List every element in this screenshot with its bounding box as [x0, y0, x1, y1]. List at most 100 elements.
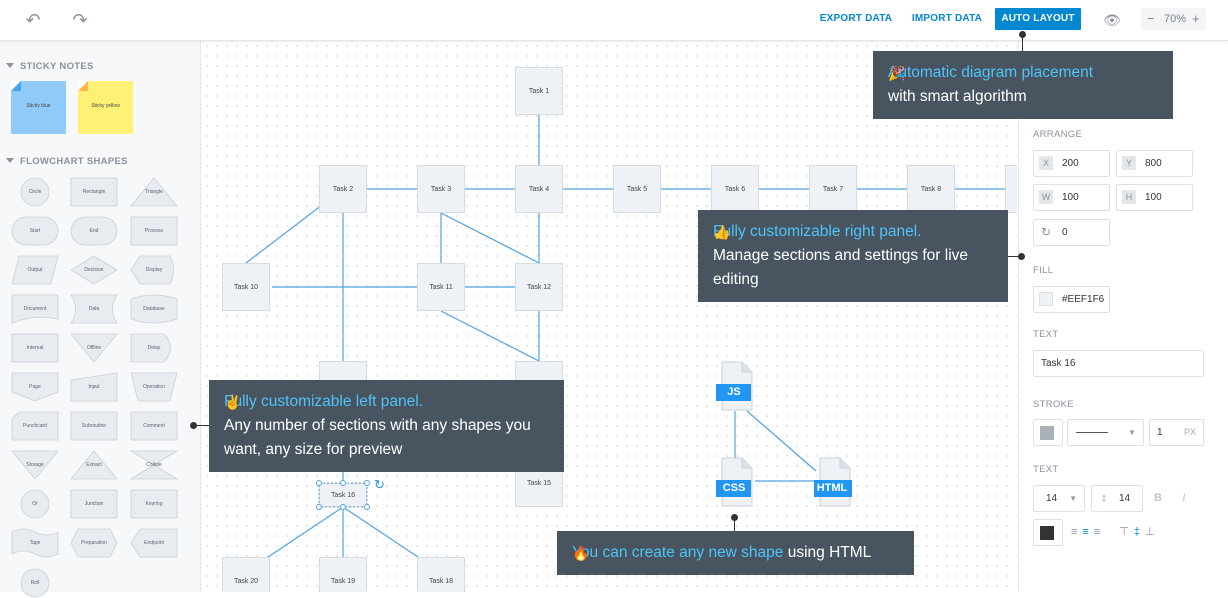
file-js-icon[interactable]: JS	[716, 361, 753, 411]
zoom-out-button[interactable]: −	[1147, 11, 1155, 26]
angle-input[interactable]: ↻0	[1033, 219, 1110, 246]
fill-swatch[interactable]	[1039, 292, 1053, 306]
valign-middle-icon[interactable]: ‡	[1133, 526, 1146, 538]
node-task-4[interactable]: Task 4	[515, 165, 563, 213]
file-html-icon[interactable]: HTML	[814, 457, 852, 507]
node-task-18[interactable]: Task 18	[417, 557, 465, 592]
node-task-5[interactable]: Task 5	[613, 165, 661, 213]
shape-output[interactable]: Output	[11, 255, 59, 285]
node-task-6[interactable]: Task 6	[711, 165, 759, 213]
sticky-notes-title[interactable]: STICKY NOTES	[6, 61, 94, 72]
node-task-3[interactable]: Task 3	[417, 165, 465, 213]
shape-roll[interactable]: Roll	[11, 568, 59, 598]
y-input[interactable]: Y 800	[1116, 150, 1193, 177]
export-data-button[interactable]: EXPORT DATA	[819, 13, 893, 24]
text-value: Task 16	[1041, 358, 1076, 369]
import-data-button[interactable]: IMPORT DATA	[911, 13, 983, 24]
shape-keyring[interactable]: Keyring	[130, 489, 178, 519]
undo-icon[interactable]: ↶	[25, 10, 41, 30]
shape-comment[interactable]: Comment	[130, 411, 178, 441]
node-task-2[interactable]: Task 2	[319, 165, 367, 213]
shape-internal[interactable]: Internal	[11, 333, 59, 363]
eye-icon[interactable]: 👁	[1103, 12, 1121, 28]
shape-storage[interactable]: Storage	[11, 450, 59, 480]
shape-decision[interactable]: Decision	[70, 255, 118, 285]
font-size-value: 14	[1046, 493, 1058, 504]
node-task-12[interactable]: Task 12	[515, 263, 563, 311]
stroke-style-select[interactable]: ▼	[1067, 419, 1144, 446]
toolbar: ↶ ↷ EXPORT DATA IMPORT DATA AUTO LAYOUT …	[0, 0, 1228, 41]
node-task-10[interactable]: Task 10	[222, 263, 270, 311]
line-height-value: 14	[1119, 493, 1131, 504]
sticky-yellow[interactable]: Sticky yellow	[78, 81, 133, 134]
flowchart-shapes-title[interactable]: FLOWCHART SHAPES	[6, 156, 128, 167]
chevron-down-icon: ▼	[1128, 428, 1136, 437]
shape-punchcard[interactable]: Punchcard	[11, 411, 59, 441]
shape-end[interactable]: End	[70, 216, 118, 246]
fill-label: FILL	[1033, 265, 1054, 276]
node-task-11[interactable]: Task 11	[417, 263, 465, 311]
shape-subroutine[interactable]: Subroutine	[70, 411, 118, 441]
shape-preparation[interactable]: Preparation	[70, 528, 118, 558]
align-right-icon[interactable]: ≡	[1093, 526, 1106, 538]
shape-delay[interactable]: Delay	[130, 333, 178, 363]
align-left-icon[interactable]: ≡	[1071, 526, 1083, 538]
auto-layout-button[interactable]: AUTO LAYOUT	[995, 8, 1081, 30]
y-prefix: Y	[1122, 156, 1136, 170]
shape-process[interactable]: Process	[130, 216, 178, 246]
shape-circle[interactable]: Circle	[11, 177, 59, 207]
left-panel: STICKY NOTES Sticky blue Sticky yellow F…	[0, 41, 201, 598]
shape-endpoint[interactable]: Endpoint	[130, 528, 178, 558]
bold-icon[interactable]: B	[1154, 492, 1162, 504]
shape-input[interactable]: Input	[70, 372, 118, 402]
diagram-canvas[interactable]: Task 1 Task 2 Task 3 Task 4 Task 5 Task 6 Task…	[202, 41, 1017, 592]
text-color-input[interactable]	[1033, 519, 1063, 546]
node-task-19[interactable]: Task 19	[319, 557, 367, 592]
fill-input[interactable]: #EEF1F6	[1033, 286, 1110, 313]
sticky-blue[interactable]: Sticky blue	[11, 81, 66, 134]
line-height-input[interactable]: ↕14	[1091, 485, 1143, 512]
redo-icon[interactable]: ↷	[72, 10, 88, 30]
text-input[interactable]: Task 16	[1033, 350, 1204, 377]
stroke-color-input[interactable]	[1033, 419, 1063, 446]
file-css-icon[interactable]: CSS	[716, 457, 753, 507]
node-task-20[interactable]: Task 20	[222, 557, 270, 592]
shape-rectangle[interactable]: Rectangle	[70, 177, 118, 207]
shape-offline[interactable]: Offline	[70, 333, 118, 363]
stroke-line-preview	[1076, 431, 1108, 433]
shape-tape[interactable]: Tape	[11, 528, 59, 558]
node-task-7[interactable]: Task 7	[809, 165, 857, 213]
shape-data[interactable]: Data	[70, 294, 118, 324]
shape-or[interactable]: Or	[11, 489, 59, 519]
rotate-icon[interactable]: ↻	[374, 477, 385, 492]
selection-frame[interactable]	[314, 478, 384, 548]
shape-page[interactable]: Page	[11, 372, 59, 402]
shape-database[interactable]: Database	[130, 294, 178, 324]
valign-top-icon[interactable]: ⊤	[1119, 526, 1134, 538]
node-partial[interactable]	[1005, 165, 1017, 213]
shape-collate[interactable]: Collate	[130, 450, 178, 480]
x-prefix: X	[1039, 156, 1053, 170]
chevron-down-icon: ▼	[1069, 494, 1077, 503]
shape-operation[interactable]: Operation	[130, 372, 178, 402]
shape-junction[interactable]: Junction	[70, 489, 118, 519]
shape-triangle[interactable]: Triangle	[130, 177, 178, 207]
shape-start[interactable]: Start	[11, 216, 59, 246]
italic-icon[interactable]: I	[1182, 492, 1186, 504]
zoom-in-button[interactable]: +	[1192, 11, 1200, 26]
tooltip-custom-shapes: 🔥 You can create any new shape using HTM…	[557, 531, 914, 575]
node-task-1[interactable]: Task 1	[515, 67, 563, 115]
y-value: 800	[1145, 158, 1162, 169]
node-task-8[interactable]: Task 8	[907, 165, 955, 213]
font-size-select[interactable]: 14 ▼	[1033, 485, 1085, 512]
shape-extract[interactable]: Extract	[70, 450, 118, 480]
shape-document[interactable]: Document	[11, 294, 59, 324]
valign-bottom-icon[interactable]: ⊥	[1145, 526, 1160, 538]
align-center-icon[interactable]: ≡	[1082, 526, 1094, 538]
shape-display[interactable]: Display	[130, 255, 178, 285]
